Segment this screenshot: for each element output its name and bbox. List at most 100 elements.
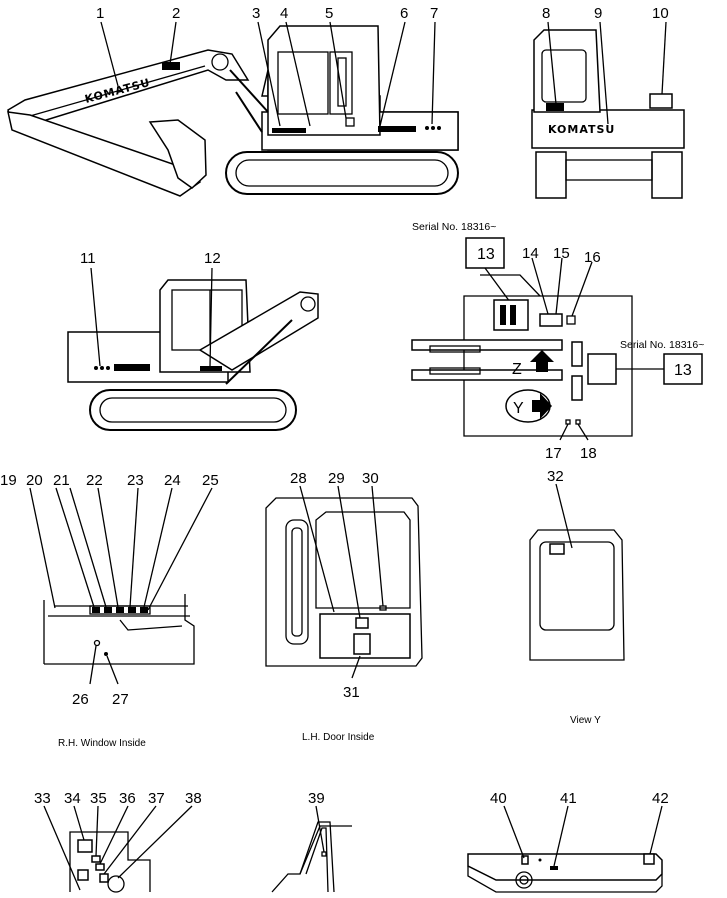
leader-line	[285, 21, 311, 127]
leader-line	[90, 267, 101, 367]
decal-37	[99, 873, 109, 883]
decal-10	[649, 93, 673, 109]
callout-20: 20	[26, 472, 43, 489]
leader-line	[431, 21, 436, 125]
callout-39: 39	[308, 790, 325, 807]
cab-door-window	[329, 51, 353, 115]
callout-35: 35	[90, 790, 107, 807]
detail-outline	[271, 825, 352, 893]
rear-undercarriage	[565, 159, 653, 181]
caption-lh-door: L.H. Door Inside	[302, 732, 375, 743]
rear-track-right	[651, 151, 683, 199]
decal-39	[321, 851, 327, 857]
leader-line	[89, 645, 97, 685]
top-body-outline	[463, 295, 633, 437]
callout-10: 10	[652, 5, 669, 22]
leader-line	[599, 21, 609, 125]
top-decal-pair	[510, 305, 516, 325]
excavator-rear-view: KOMATSU 8 9 10	[531, 5, 685, 199]
boom-cylinder	[229, 69, 269, 113]
callout-33: 33	[34, 790, 51, 807]
leader-line	[484, 267, 511, 303]
side-panel	[587, 353, 617, 385]
decal-3	[272, 128, 306, 133]
callout-5: 5	[325, 5, 333, 22]
bottom-right-detail: 40 41 42	[467, 790, 669, 893]
leader-line	[371, 485, 384, 607]
callout-15: 15	[553, 245, 570, 262]
bottom-left-detail: 33 34 35 36 37 38	[34, 790, 202, 893]
model-decal-left	[114, 364, 150, 371]
boom-pin	[211, 53, 229, 71]
dot-decal	[425, 126, 429, 130]
top-boom-lower	[411, 369, 563, 381]
callout-30: 30	[362, 470, 379, 487]
rear-cab-window	[541, 49, 587, 103]
left-crawler-track	[89, 389, 297, 431]
callout-14: 14	[522, 245, 539, 262]
door-handle-slot	[285, 519, 309, 645]
excavator-right-side-view: KOMATSU 1 2 3 4 5 6 7	[7, 5, 459, 197]
detail-outline	[69, 831, 151, 892]
top-body-edge	[480, 274, 541, 297]
callout-12: 12	[204, 250, 221, 267]
callout-9: 9	[594, 5, 602, 22]
callout-34: 34	[64, 790, 81, 807]
callout-28: 28	[290, 470, 307, 487]
leader-line	[209, 267, 213, 367]
rh-window-inside-view: 19 20 21 22 23 24 25 26 27 R.H. Window I…	[0, 472, 219, 749]
callout-27: 27	[112, 691, 129, 708]
leader-line	[43, 805, 81, 891]
leader-line	[29, 487, 56, 609]
side-decal	[571, 375, 583, 401]
callout-25: 25	[202, 472, 219, 489]
arm	[7, 111, 202, 197]
window-frame	[44, 594, 195, 665]
door-frame	[265, 497, 423, 667]
cab-window	[277, 51, 329, 115]
callout-1: 1	[96, 5, 104, 22]
rear-brand-text: KOMATSU	[548, 123, 615, 136]
leader-line	[69, 487, 107, 608]
detail-pillar	[299, 821, 335, 893]
left-boom-cylinder	[225, 319, 293, 385]
leader-line	[315, 805, 325, 853]
decal-15	[539, 313, 563, 327]
rear-cab	[533, 29, 601, 113]
detail-body-lower	[467, 866, 663, 893]
leader-line	[147, 487, 213, 611]
leader-line	[337, 485, 361, 619]
decal-22	[116, 607, 124, 613]
lh-door-inside-view: 28 29 30 31 L.H. Door Inside	[265, 470, 423, 743]
detail-dot	[538, 858, 542, 862]
callout-42: 42	[652, 790, 669, 807]
callout-18: 18	[580, 445, 597, 462]
callout-11: 11	[80, 250, 96, 267]
view-y-marker: Y	[513, 400, 524, 417]
serial-note-right: Serial No. 18316~	[620, 339, 704, 351]
dot-decal	[94, 366, 98, 370]
callout-23: 23	[127, 472, 144, 489]
decal-strip	[89, 605, 151, 615]
excavator-top-view: Serial No. 18316~ 13 Z 13 Serial No. 183…	[411, 221, 704, 462]
decal-18	[575, 419, 581, 425]
decal-32	[549, 543, 565, 555]
leader-line	[503, 805, 525, 859]
decal-5	[345, 117, 355, 127]
decal-41	[550, 866, 558, 870]
callout-17: 17	[545, 445, 562, 462]
callout-13-right: 13	[674, 362, 692, 379]
rear-track-left	[535, 151, 567, 199]
boom-line	[29, 65, 206, 117]
decal-35	[91, 855, 101, 863]
callout-7: 7	[430, 5, 438, 22]
leader-line	[299, 485, 335, 613]
callout-13-top: 13	[477, 246, 495, 263]
decal-16	[566, 315, 576, 325]
callout-24: 24	[164, 472, 181, 489]
leader-line	[106, 655, 119, 685]
leader-line	[117, 805, 193, 879]
bottom-middle-detail: 39	[271, 790, 352, 893]
leader-line	[649, 805, 663, 855]
left-boom-pin	[300, 296, 316, 312]
